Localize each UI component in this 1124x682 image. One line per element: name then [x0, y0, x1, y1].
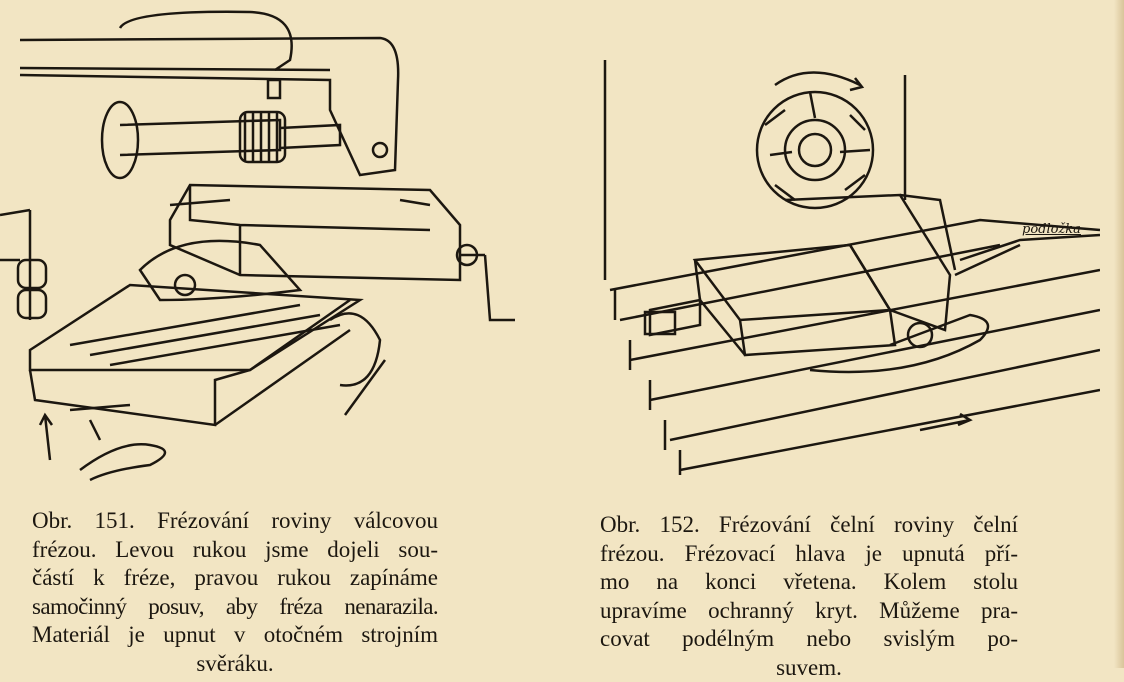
- caption-line: samočinný posuv, aby fréza nenarazila.: [32, 593, 438, 622]
- podlozka-label: podložka: [1022, 222, 1081, 237]
- figure-152-face-milling-illustration: [560, 0, 1100, 490]
- caption-line: Materiál je upnut v otočném strojním: [32, 621, 438, 650]
- page-edge: [1114, 0, 1124, 668]
- caption-line: mo na konci vřetena. Kolem stolu: [600, 568, 1018, 597]
- figure-151-horizontal-milling-illustration: [0, 0, 560, 490]
- caption-line: částí k fréze, pravou rukou zapínáme: [32, 564, 438, 593]
- caption-line: svěráku.: [32, 650, 438, 679]
- caption-obr-151: Obr. 151. Frézování roviny válcovou fréz…: [32, 507, 438, 678]
- caption-line: covat podélným nebo svislým po-: [600, 625, 1018, 654]
- caption-line: frézou. Frézovací hlava je upnutá pří-: [600, 540, 1018, 569]
- caption-line: Obr. 151. Frézování roviny válcovou: [32, 507, 438, 536]
- caption-line: upravíme ochranný kryt. Můžeme pra-: [600, 597, 1018, 626]
- caption-line: Obr. 152. Frézování čelní roviny čelní: [600, 511, 1018, 540]
- caption-line: frézou. Levou rukou jsme dojeli sou-: [32, 536, 438, 565]
- caption-obr-152: Obr. 152. Frézování čelní roviny čelní f…: [600, 511, 1018, 682]
